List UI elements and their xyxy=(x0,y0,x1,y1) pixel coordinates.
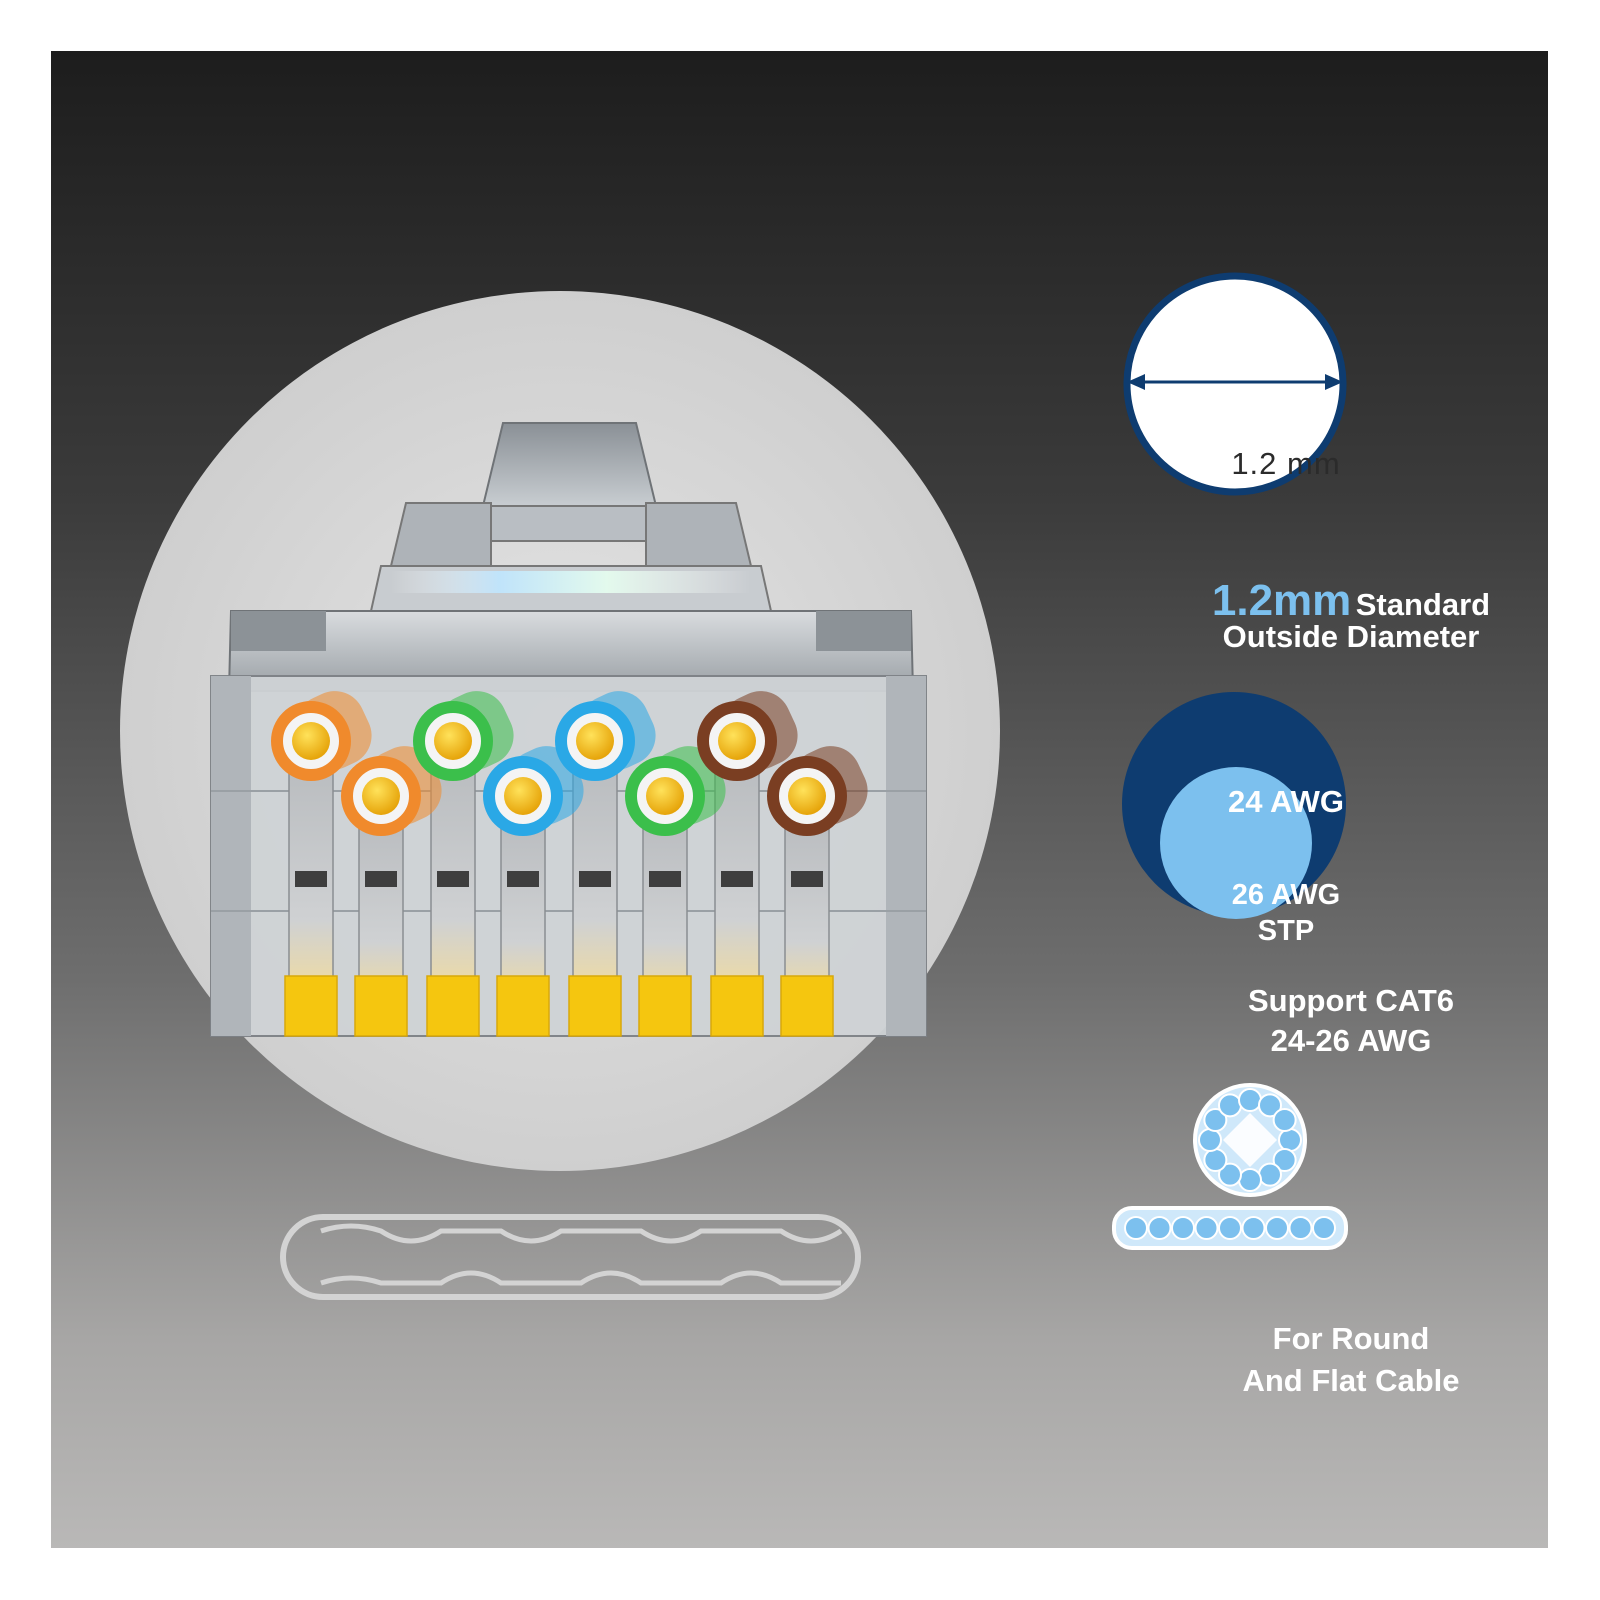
awg-inner-label: 26 AWG STP xyxy=(1211,877,1361,949)
round-cable-strand xyxy=(1278,1128,1302,1152)
contact-pin xyxy=(710,760,764,1037)
contact-pin xyxy=(354,815,408,1037)
round-cable-strand xyxy=(1258,1162,1282,1187)
flat-cable-strand xyxy=(1194,1216,1219,1240)
contact-pin xyxy=(638,815,692,1037)
wire-end xyxy=(555,691,656,781)
contact-pin xyxy=(496,815,550,1037)
product-panel: 1.2 mm 1.2mm Standard Outside Diameter 2… xyxy=(51,51,1548,1548)
diameter-word: Standard xyxy=(1355,587,1491,622)
illustration-canvas xyxy=(120,272,1348,1300)
flat-cable-strand xyxy=(1241,1216,1266,1240)
round-cable-strand xyxy=(1238,1168,1262,1192)
round-cable-strand xyxy=(1203,1108,1228,1132)
diameter-caption: Outside Diameter xyxy=(1222,619,1480,654)
awg-outer-label: 24 AWG xyxy=(1228,784,1344,819)
round-cable-strand xyxy=(1198,1128,1222,1152)
contact-pin xyxy=(568,760,622,1037)
contact-pin xyxy=(426,760,480,1037)
flat-cable-cross-section-icon xyxy=(1112,1206,1348,1250)
round-cable-strand xyxy=(1203,1148,1228,1172)
awg-inner-line1: 26 AWG xyxy=(1231,879,1341,911)
flat-cable-strand xyxy=(1265,1216,1289,1240)
pass-through-holes-icon xyxy=(280,1214,861,1300)
diameter-measure-label: 1.2 mm xyxy=(1231,446,1341,481)
flat-cable-strand xyxy=(1218,1216,1242,1240)
awg-inner-line2: STP xyxy=(1257,915,1315,947)
rj45-connector-icon xyxy=(210,422,927,1037)
cable-caption-line2: And Flat Cable xyxy=(1242,1363,1460,1398)
round-cable-strand xyxy=(1218,1162,1242,1187)
flat-cable-strand xyxy=(1312,1216,1336,1240)
wire-end xyxy=(413,691,514,781)
round-cable-strand xyxy=(1258,1093,1282,1118)
flat-cable-strand xyxy=(1288,1216,1313,1240)
diameter-value: 1.2mm xyxy=(1211,576,1352,625)
round-cable-strand xyxy=(1272,1108,1297,1132)
awg-circle-icon xyxy=(1122,692,1346,919)
round-cable-strand xyxy=(1238,1088,1262,1112)
contact-pin xyxy=(780,815,834,1037)
diameter-circle-icon xyxy=(1123,272,1347,496)
contact-pin xyxy=(284,760,338,1037)
diameter-headline: 1.2mm Standard xyxy=(1151,576,1548,626)
flat-cable-strand xyxy=(1124,1216,1148,1240)
cable-caption-line1: For Round xyxy=(1272,1321,1430,1356)
flat-cable-strand xyxy=(1147,1216,1172,1240)
round-cable-strand xyxy=(1272,1148,1297,1172)
flat-cable-strand xyxy=(1171,1216,1195,1240)
wire-end xyxy=(697,691,798,781)
round-cable-cross-section-icon xyxy=(1193,1083,1307,1197)
round-cable-strand xyxy=(1218,1093,1242,1118)
wire-end xyxy=(271,691,372,781)
awg-caption-line2: 24-26 AWG xyxy=(1270,1023,1432,1058)
wire-end xyxy=(767,746,868,836)
awg-caption-line1: Support CAT6 xyxy=(1247,983,1455,1018)
